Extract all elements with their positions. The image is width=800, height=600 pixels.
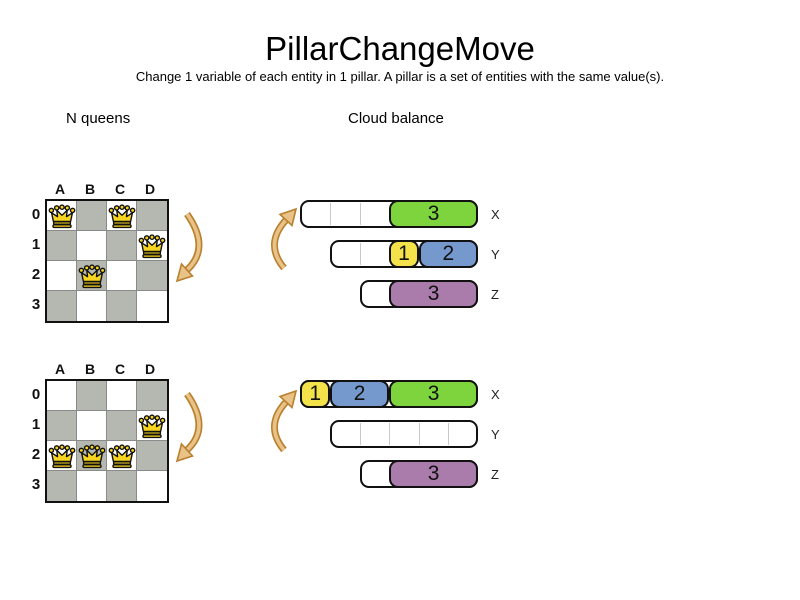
board-cell: [107, 471, 137, 501]
computer-label: Z: [491, 287, 499, 302]
capacity-divider: [418, 423, 420, 445]
board-cell: [77, 201, 107, 231]
process-block: 2: [418, 240, 478, 268]
queen-icon: [48, 204, 76, 229]
computer-label: Z: [491, 467, 499, 482]
computer-bar: [330, 420, 478, 448]
page-subtitle: Change 1 variable of each entity in 1 pi…: [135, 69, 665, 84]
column-label: C: [114, 181, 126, 197]
column-label: D: [144, 181, 156, 197]
row-label: 1: [31, 416, 41, 433]
column-label: B: [84, 181, 96, 197]
capacity-divider: [359, 203, 361, 225]
board-cell: [137, 471, 167, 501]
capacity-divider: [359, 243, 361, 265]
board-cell: [137, 441, 167, 471]
computer-label: X: [491, 207, 500, 222]
computer-label: X: [491, 387, 500, 402]
column-label: A: [54, 181, 66, 197]
board-cell: [47, 231, 77, 261]
process-block: 1: [389, 240, 419, 268]
board-cell: [77, 411, 107, 441]
queen-icon: [108, 444, 136, 469]
column-label: D: [144, 361, 156, 377]
queen-icon: [138, 414, 166, 439]
board-cell: [137, 291, 167, 321]
board-cell: [77, 231, 107, 261]
queen-icon: [48, 444, 76, 469]
board-cell: [47, 411, 77, 441]
computer-label: Y: [491, 247, 500, 262]
row-label: 0: [31, 386, 41, 403]
capacity-divider: [359, 423, 361, 445]
column-label: B: [84, 361, 96, 377]
queen-icon: [78, 264, 106, 289]
column-label: C: [114, 361, 126, 377]
board-cell: [77, 381, 107, 411]
nqueens-board-after: A B C D 0 1 2 3: [28, 361, 169, 503]
queen-icon: [78, 444, 106, 469]
computer-label: Y: [491, 427, 500, 442]
row-label: 2: [31, 446, 41, 463]
board-cell: [107, 261, 137, 291]
chess-board: [45, 199, 169, 323]
cloudbalance-section-label: Cloud balance: [348, 110, 444, 127]
board-cell: [77, 471, 107, 501]
row-label: 1: [31, 236, 41, 253]
board-cell: [107, 231, 137, 261]
board-cell: [137, 201, 167, 231]
queen-icon: [138, 234, 166, 259]
computer-bar: 3: [359, 280, 478, 308]
computer-bar: 3: [359, 460, 478, 488]
process-block: 3: [389, 200, 478, 228]
queen-icon: [108, 204, 136, 229]
row-label: 3: [31, 296, 41, 313]
process-block: 3: [389, 280, 478, 308]
chess-board: [45, 379, 169, 503]
process-block: 3: [389, 460, 478, 488]
board-cell: [77, 291, 107, 321]
board-cell: [137, 261, 167, 291]
page-title: PillarChangeMove: [265, 30, 535, 67]
board-cell: [107, 291, 137, 321]
board-cell: [47, 471, 77, 501]
board-cell: [47, 261, 77, 291]
board-cell: [107, 411, 137, 441]
process-block: 2: [329, 380, 390, 408]
board-cell: [107, 381, 137, 411]
nqueens-board-before: A B C D 0 1 2 3: [28, 181, 169, 323]
capacity-divider: [389, 423, 391, 445]
process-block: 1: [300, 380, 330, 408]
nqueens-section-label: N queens: [66, 110, 131, 127]
capacity-divider: [329, 203, 331, 225]
nqueens-move-arrow-icon: [175, 391, 203, 463]
column-label: A: [54, 361, 66, 377]
board-cell: [137, 381, 167, 411]
row-label: 0: [31, 206, 41, 223]
capacity-divider: [448, 423, 450, 445]
board-cell: [47, 381, 77, 411]
row-label: 3: [31, 476, 41, 493]
nqueens-move-arrow-icon: [175, 211, 203, 283]
row-label: 2: [31, 266, 41, 283]
board-cell: [47, 291, 77, 321]
process-block: 3: [389, 380, 478, 408]
cloudbalance-move-arrow-icon: [271, 389, 298, 453]
cloudbalance-move-arrow-icon: [271, 207, 298, 271]
computer-bar: 3: [300, 200, 478, 228]
